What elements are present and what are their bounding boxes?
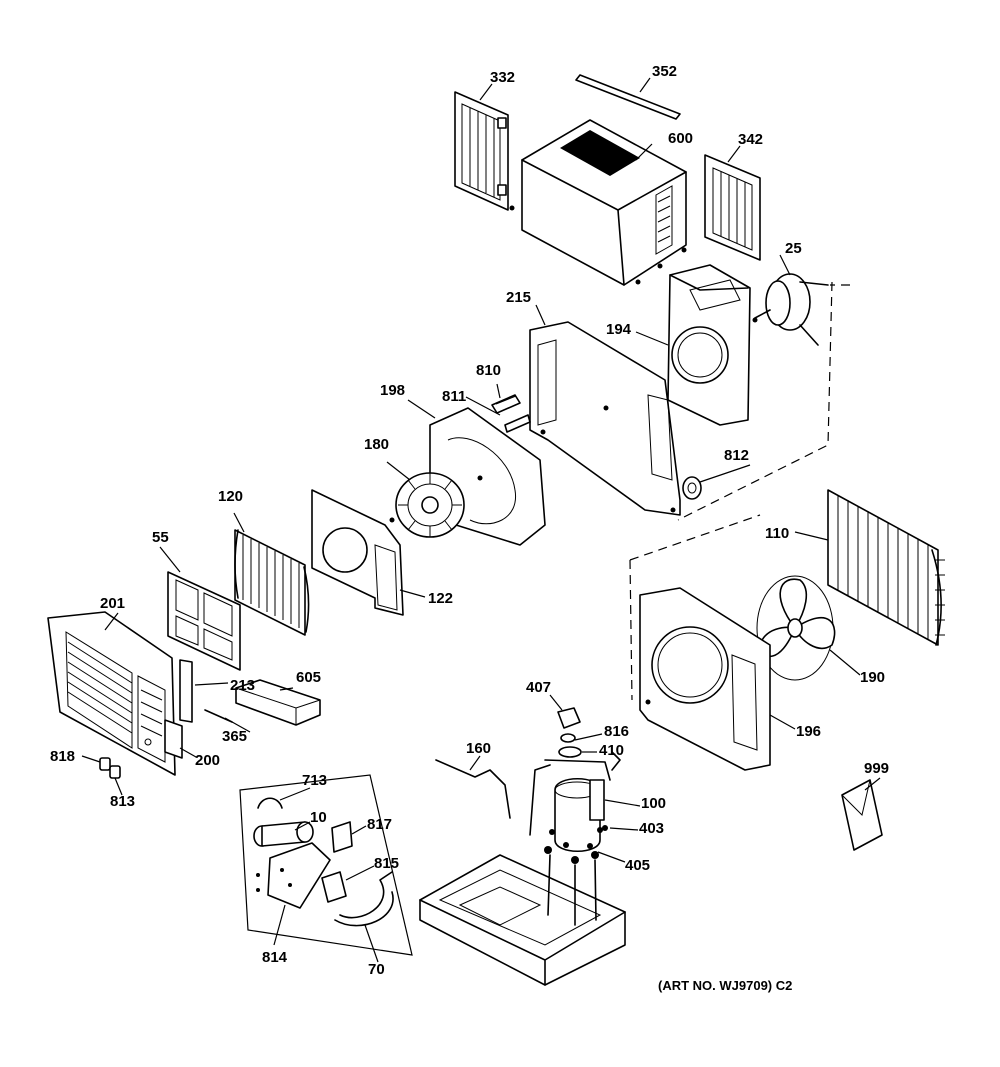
part-403-nut (602, 825, 608, 831)
part-410-gasket (558, 746, 582, 758)
label-200: 200 (195, 752, 220, 769)
label-410: 410 (599, 742, 624, 759)
label-332: 332 (490, 69, 515, 86)
part-201-front-grille (47, 611, 176, 776)
part-213-bracket (179, 659, 193, 723)
part-196-shroud (639, 587, 771, 771)
label-215: 215 (506, 289, 531, 306)
label-816: 816 (604, 723, 629, 740)
part-605-tray (235, 679, 321, 726)
part-342-side-curtain (704, 154, 761, 261)
label-194: 194 (606, 321, 632, 338)
part-110-condenser (827, 489, 945, 646)
label-190: 190 (860, 669, 885, 686)
label-405: 405 (625, 857, 650, 874)
label-600: 600 (668, 130, 693, 147)
label-122: 122 (428, 590, 453, 607)
label-814: 814 (262, 949, 288, 966)
label-198: 198 (380, 382, 405, 399)
label-180: 180 (364, 436, 389, 453)
label-813: 813 (110, 793, 135, 810)
label-403: 403 (639, 820, 664, 837)
part-407-cover (557, 707, 581, 729)
label-365: 365 (222, 728, 247, 745)
label-120: 120 (218, 488, 243, 505)
part-labels: 332 352 600 342 25 215 194 810 811 198 1… (50, 63, 889, 978)
part-812-grommet (682, 476, 702, 500)
label-815: 815 (374, 855, 399, 872)
label-25: 25 (785, 240, 802, 257)
label-605: 605 (296, 669, 321, 686)
part-120-evaporator (234, 529, 310, 636)
label-812: 812 (724, 447, 749, 464)
part-405-grommet (544, 846, 599, 864)
label-110: 110 (765, 525, 789, 542)
label-201: 201 (100, 595, 125, 612)
part-332-side-curtain (454, 91, 509, 211)
part-200-control-bracket (164, 719, 183, 759)
part-813-knob (109, 765, 121, 779)
label-407: 407 (526, 679, 551, 696)
label-160: 160 (466, 740, 491, 757)
part-160-baffle (435, 759, 511, 819)
part-814-control-box (256, 842, 331, 909)
part-352-top-rail (575, 74, 681, 120)
part-55-filter (167, 571, 241, 671)
label-213: 213 (230, 677, 255, 694)
part-811-seal (504, 414, 531, 433)
part-70-power-cord (334, 871, 394, 927)
part-180-blower-wheel (389, 472, 465, 538)
label-999: 999 (864, 760, 889, 777)
label-342: 342 (738, 131, 763, 148)
part-100-compressor (529, 751, 621, 852)
label-818: 818 (50, 748, 75, 765)
part-818-knob (99, 757, 111, 771)
label-713: 713 (302, 772, 327, 789)
part-713-capacitor-strap (257, 797, 283, 809)
part-122-panel (311, 489, 404, 616)
label-70: 70 (368, 961, 385, 978)
part-817-switch (331, 821, 353, 853)
part-base-pan (419, 854, 626, 986)
label-817: 817 (367, 816, 392, 833)
part-600-cabinet (509, 119, 687, 286)
label-10: 10 (310, 809, 327, 826)
alignment-lines (629, 281, 850, 701)
part-999-manual (841, 779, 883, 851)
part-816-clip (560, 733, 576, 743)
part-215-partition (529, 321, 681, 516)
part-25-fan-motor (752, 273, 829, 346)
art-number-caption: (ART NO. WJ9709) C2 (658, 978, 792, 993)
label-196: 196 (796, 723, 821, 740)
part-194-motor-mount (667, 264, 751, 426)
label-55: 55 (152, 529, 169, 546)
part-815-thermostat (321, 871, 347, 903)
label-810: 810 (476, 362, 501, 379)
leader-lines (81, 77, 881, 963)
label-811: 811 (442, 388, 466, 405)
label-100: 100 (641, 795, 666, 812)
label-352: 352 (652, 63, 677, 80)
part-810-seal (491, 394, 521, 414)
